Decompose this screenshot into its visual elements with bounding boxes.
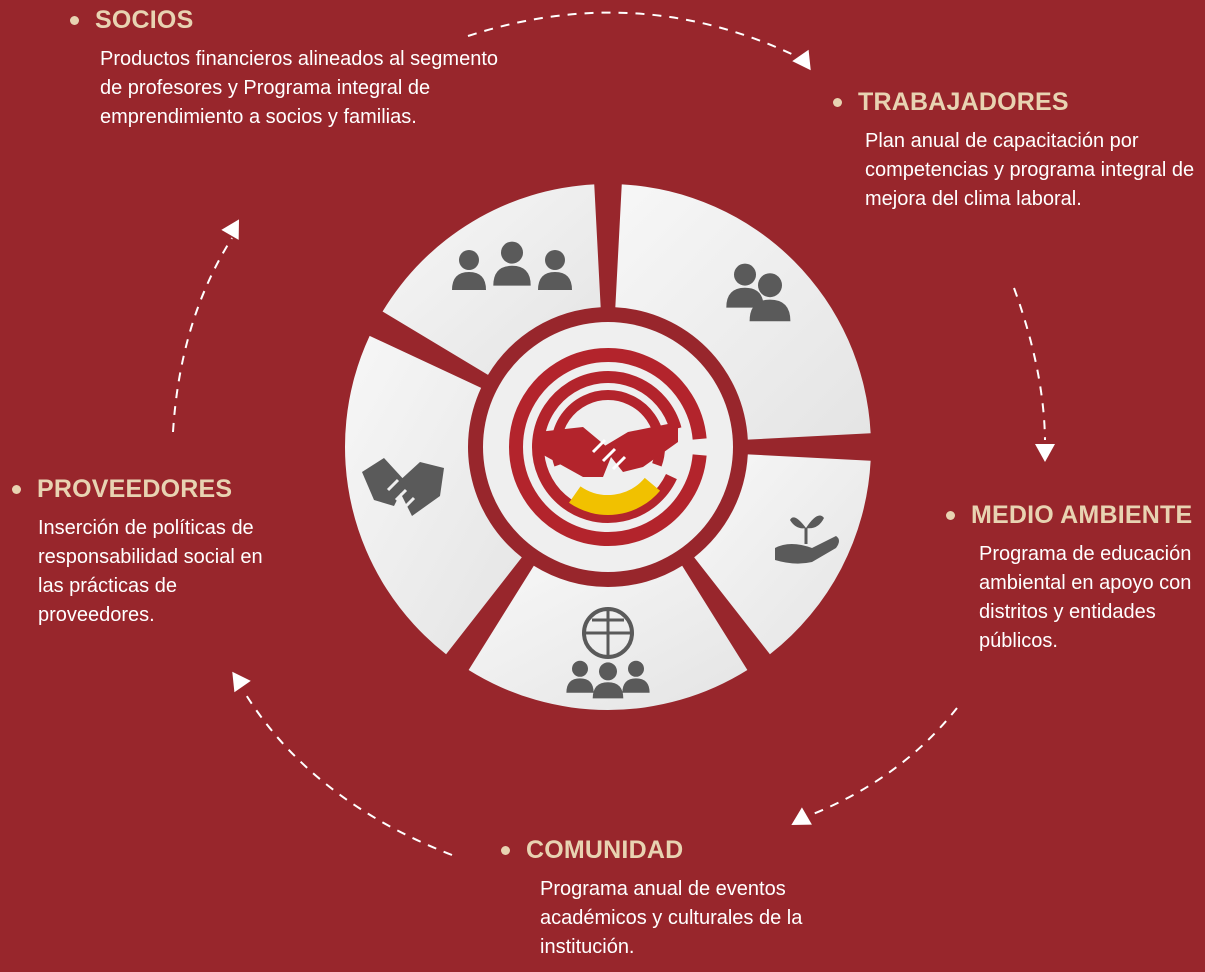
stakeholder-trabajadores: TRABAJADORES Plan anual de capacitación … [833,90,1195,214]
plant-in-hand-icon [775,515,839,564]
arrow-trabajadores-medio [1013,287,1046,441]
bullet-dot [12,485,21,494]
arrow-socios-trabajadores [467,11,801,59]
globe-community-icon [566,607,650,699]
stakeholder-title: SOCIOS [70,8,500,33]
arrowhead [792,49,811,71]
trabajadores-description: Plan anual de capacitación por competenc… [865,130,1195,210]
stakeholder-title: MEDIO AMBIENTE [946,503,1199,528]
arrowhead [232,671,251,693]
proveedores-description: Inserción de políticas de responsabilida… [38,517,263,626]
arrow-proveedores-socios [172,237,233,433]
arrow-medio-comunidad [807,707,958,817]
handshake-logo-icon [509,348,707,546]
two-users-icon [726,263,791,322]
handshake-icon [362,458,444,516]
medio-ambiente-title: MEDIO AMBIENTE [971,501,1193,529]
center-hub [483,322,733,572]
stakeholder-comunidad: COMUNIDAD Programa anual de eventos acad… [501,838,840,962]
stakeholder-title: COMUNIDAD [501,838,840,863]
arrowhead [1035,444,1055,462]
socios-title: SOCIOS [95,6,194,34]
segment-socios [382,184,601,375]
cycle-arrows [172,11,1055,856]
socios-description: Productos financieros alineados al segme… [100,48,499,128]
people-group-icon [452,241,572,290]
stakeholder-title: PROVEEDORES [12,477,268,502]
medio-ambiente-description: Programa de educación ambiental en apoyo… [979,543,1192,652]
bullet-dot [70,16,79,25]
comunidad-title: COMUNIDAD [526,836,684,864]
stakeholder-proveedores: PROVEEDORES Inserción de políticas de re… [12,477,268,630]
bullet-dot [833,98,842,107]
arrowhead [791,807,812,825]
arrowhead [221,219,239,240]
comunidad-description: Programa anual de eventos académicos y c… [540,878,803,958]
proveedores-title: PROVEEDORES [37,475,233,503]
bullet-dot [501,846,510,855]
stakeholder-socios: SOCIOS Productos financieros alineados a… [70,8,500,132]
trabajadores-title: TRABAJADORES [858,88,1069,116]
ring-segments [345,184,871,710]
bullet-dot [946,511,955,520]
stakeholder-title: TRABAJADORES [833,90,1195,115]
arrow-comunidad-proveedores [242,689,453,856]
stakeholder-medio-ambiente: MEDIO AMBIENTE Programa de educación amb… [946,503,1199,656]
segment-trabajadores [615,184,871,440]
